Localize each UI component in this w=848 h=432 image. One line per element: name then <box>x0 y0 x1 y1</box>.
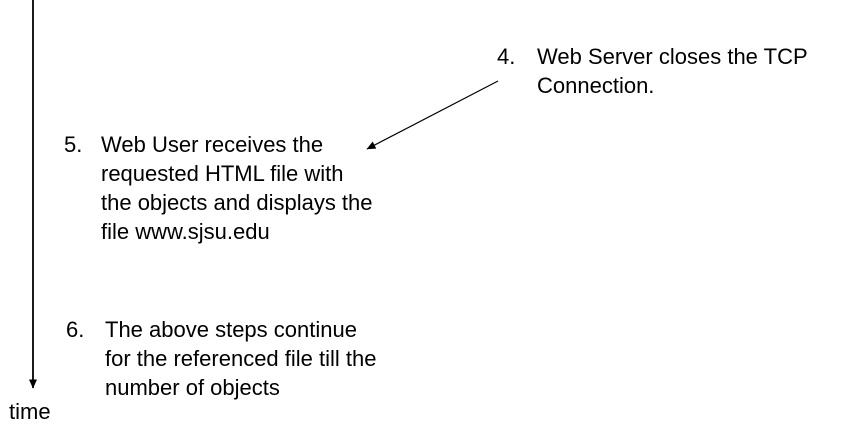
step-6-line-1: The above steps continue <box>105 317 357 342</box>
step-5-text: Web User receives the requested HTML fil… <box>101 130 373 246</box>
step-6: 6. The above steps continue for the refe… <box>66 315 376 402</box>
step-5-number: 5. <box>64 132 83 157</box>
step-4-text: Web Server closes the TCP Connection. <box>537 42 808 100</box>
step-6-line-2: for the referenced file till the <box>105 346 377 371</box>
step-5-line-4: file www.sjsu.edu <box>101 219 270 244</box>
callout-arrow-step4-to-step5 <box>366 80 499 150</box>
time-axis-label: time <box>9 399 51 424</box>
step-5-line-3: the objects and displays the <box>101 190 373 215</box>
step-4-line-1: Web Server closes the TCP <box>537 44 808 69</box>
step-6-number: 6. <box>66 317 85 342</box>
step-4-line-2: Connection. <box>537 73 655 98</box>
step-5-line-1: Web User receives the <box>101 132 324 157</box>
step-5: 5. Web User receives the requested HTML … <box>64 130 373 246</box>
step-6-text: The above steps continue for the referen… <box>105 315 376 402</box>
step-4-number: 4. <box>497 44 516 69</box>
callout-arrow-line <box>366 80 499 150</box>
step-5-line-2: requested HTML file with <box>101 161 344 186</box>
step-6-line-3: number of objects <box>105 375 280 400</box>
step-4: 4. Web Server closes the TCP Connection. <box>497 42 808 100</box>
